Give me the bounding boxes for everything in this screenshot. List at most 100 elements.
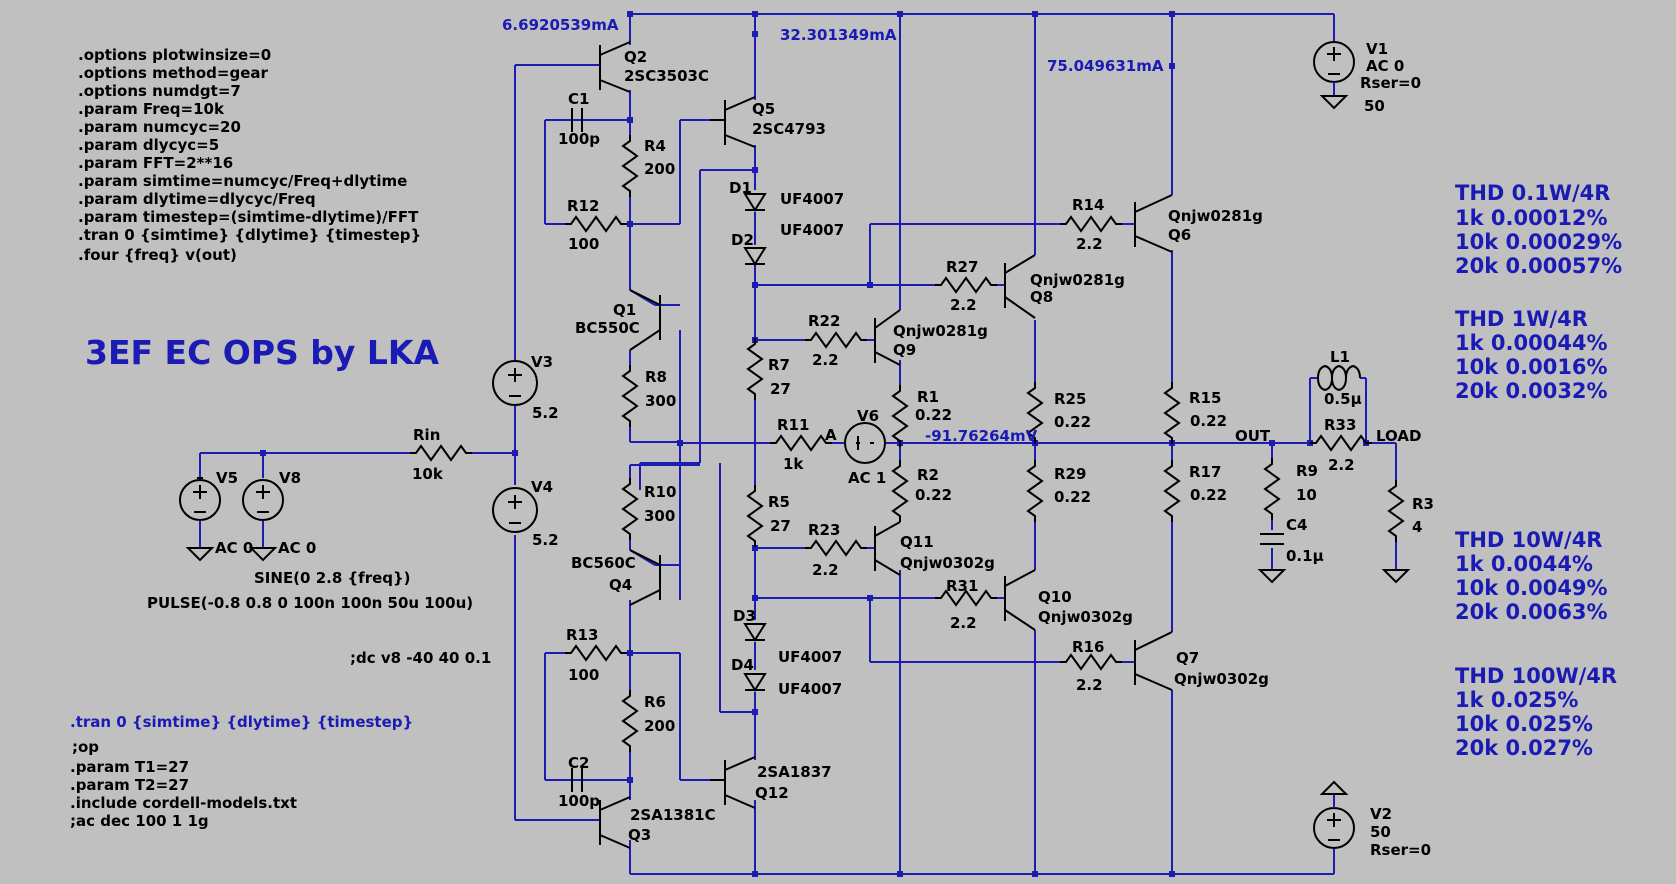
dc-directive: ;dc v8 -40 40 0.1	[350, 649, 491, 667]
label-R12: R12	[567, 197, 599, 215]
label-R8: R8	[645, 368, 667, 386]
thd-row: 1k 0.00012%	[1455, 206, 1608, 230]
label-Q12: Q12	[755, 784, 789, 802]
label-R10: R10	[644, 483, 676, 501]
label-Q4: Q4	[609, 576, 632, 594]
R12-symbol	[564, 216, 628, 232]
ground-symbols	[185, 82, 1411, 808]
label-R31-value: 2.2	[950, 614, 977, 632]
label-R13: R13	[566, 626, 598, 644]
R14-symbol	[1059, 216, 1123, 232]
label-V6-value: AC 1	[848, 469, 886, 487]
label-R10-value: 300	[644, 507, 675, 525]
label-R27-value: 2.2	[950, 296, 977, 314]
label-Q9-model: Qnjw0281g	[893, 322, 988, 340]
label-R22: R22	[808, 312, 840, 330]
Rin-symbol	[409, 445, 473, 461]
directive-line: .param T1=27	[70, 758, 189, 776]
inductor-L1	[1317, 364, 1361, 392]
thd-row: 20k 0.00057%	[1455, 254, 1622, 278]
schematic-title: 3EF EC OPS by LKA	[85, 333, 440, 372]
label-Q1-model: BC550C	[575, 319, 640, 337]
label-R13-value: 100	[568, 666, 599, 684]
label-R1: R1	[917, 388, 939, 406]
current-q6: 75.049631mA	[1047, 57, 1164, 75]
label-R15-value: 0.22	[1190, 412, 1227, 430]
transistors	[599, 41, 1173, 849]
label-R11-value: 1k	[783, 455, 804, 473]
thd-row: 20k 0.0063%	[1455, 600, 1608, 624]
source-specs: SINE(0 2.8 {freq}) PULSE(-0.8 0.8 0 100n…	[147, 569, 473, 612]
thd-row: 20k 0.0032%	[1455, 379, 1608, 403]
label-D2-model: UF4007	[780, 221, 844, 239]
label-R9-value: 10	[1296, 486, 1317, 504]
label-Rin: Rin	[413, 426, 440, 444]
label-V4: V4	[531, 478, 553, 496]
R8-symbol	[622, 364, 638, 428]
label-R2: R2	[917, 466, 939, 484]
R27-symbol	[934, 277, 998, 293]
directive-line: .options numdgt=7	[78, 82, 241, 100]
label-Q12-model: 2SA1837	[757, 763, 832, 781]
thd-header: THD 0.1W/4R	[1455, 181, 1610, 205]
label-D1-model: UF4007	[780, 190, 844, 208]
label-Q7: Q7	[1176, 649, 1199, 667]
label-Q10-model: Qnjw0302g	[1038, 608, 1133, 626]
R22-symbol	[804, 332, 868, 348]
label-R6: R6	[644, 693, 666, 711]
label-V2-value: 50	[1370, 823, 1391, 841]
label-C1: C1	[568, 90, 589, 108]
label-L1: L1	[1330, 348, 1350, 366]
R10-symbol	[622, 477, 638, 541]
thd-header: THD 1W/4R	[1455, 307, 1588, 331]
label-R6-value: 200	[644, 717, 675, 735]
directive-line: .include cordell-models.txt	[70, 794, 297, 812]
label-R7: R7	[768, 356, 790, 374]
label-R25: R25	[1054, 390, 1086, 408]
label-D3-model: UF4007	[778, 648, 842, 666]
label-D4: D4	[731, 656, 754, 674]
directive-line: .param simtime=numcyc/Freq+dlytime	[78, 172, 407, 190]
label-D4-model: UF4007	[778, 680, 842, 698]
label-C4-value: 0.1µ	[1286, 547, 1324, 565]
label-V1-value: 50	[1364, 97, 1385, 115]
directive-line: .param numcyc=20	[78, 118, 241, 136]
label-R4: R4	[644, 137, 666, 155]
label-V3: V3	[531, 353, 553, 371]
label-V1-rser: Rser=0	[1360, 74, 1421, 92]
directive-line: .param timestep=(simtime-dlytime)/FFT	[78, 208, 419, 226]
label-Q5-model: 2SC4793	[752, 120, 826, 138]
directive-line: .param FFT=2**16	[78, 154, 233, 172]
label-C2-value: 100p	[558, 792, 600, 810]
label-node-OUT: OUT	[1235, 427, 1271, 445]
label-V8-value: AC 0	[278, 539, 316, 557]
label-R14: R14	[1072, 196, 1104, 214]
R16-symbol	[1059, 654, 1123, 670]
thd-row: 10k 0.00029%	[1455, 230, 1622, 254]
label-R17-value: 0.22	[1190, 486, 1227, 504]
thd-row: 20k 0.027%	[1455, 736, 1593, 760]
pulse-spec: PULSE(-0.8 0.8 0 100n 100n 50u 100u)	[147, 594, 473, 612]
R7-symbol	[747, 337, 763, 401]
label-R9: R9	[1296, 462, 1318, 480]
sine-spec: SINE(0 2.8 {freq})	[254, 569, 411, 587]
directive-line: .four {freq} v(out)	[78, 246, 237, 264]
thd-row: 10k 0.0049%	[1455, 576, 1608, 600]
label-D1: D1	[729, 179, 752, 197]
label-V5: V5	[216, 469, 238, 487]
capacitors	[545, 108, 1284, 792]
R5-symbol	[747, 484, 763, 548]
R13-symbol	[564, 645, 628, 661]
directive-line: .options plotwinsize=0	[78, 46, 271, 64]
label-R12-value: 100	[568, 235, 599, 253]
label-R22-value: 2.2	[812, 351, 839, 369]
label-V2-rser: Rser=0	[1370, 841, 1431, 859]
label-V5-value: AC 0	[215, 539, 253, 557]
label-R5-value: 27	[770, 517, 791, 535]
label-R27: R27	[946, 258, 978, 276]
diodes	[743, 193, 767, 692]
R4-symbol	[622, 134, 638, 198]
label-R8-value: 300	[645, 392, 676, 410]
wires	[199, 13, 1397, 875]
